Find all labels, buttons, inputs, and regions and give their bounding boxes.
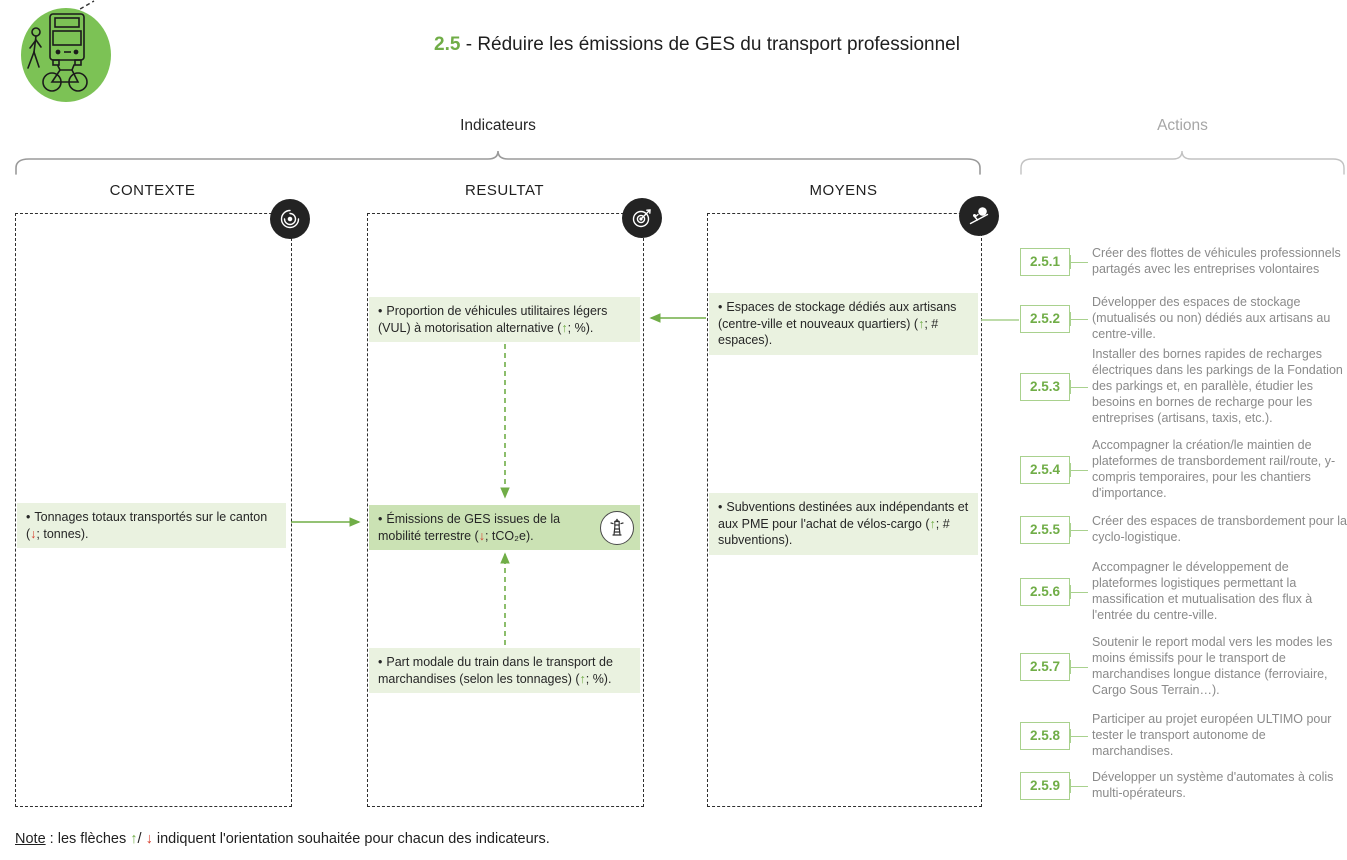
action-id-badge: 2.5.8 (1020, 721, 1070, 750)
action-text: Créer des flottes de véhicules professio… (1092, 246, 1341, 276)
indicator-unit: ; tonnes). (36, 526, 89, 541)
action-id-badge: 2.5.9 (1020, 771, 1070, 800)
action-connector (1070, 374, 1092, 400)
indicator-unit: ; %). (585, 671, 612, 686)
action-row-256: 2.5.6 Accompagner le développement de pl… (1020, 560, 1347, 624)
column-header-resultat: RESULTAT (464, 182, 544, 199)
indicator-text: Tonnages totaux transportés sur le canto… (26, 510, 268, 541)
radar-icon (270, 199, 310, 239)
indicator-resultat-emissions: •Émissions de GES issues de la mobilité … (369, 505, 640, 550)
objective-number: 2.5 (434, 34, 461, 55)
transport-logo (21, 0, 111, 102)
action-text: Développer des espaces de stockage (mutu… (1092, 295, 1331, 341)
indicator-unit: ; # subventions). (718, 516, 950, 548)
bullet: • (378, 512, 383, 526)
action-text: Installer des bornes rapides de recharge… (1092, 347, 1343, 425)
action-id-badge: 2.5.2 (1020, 304, 1070, 333)
note-text-2: indiquent l'orientation souhaitée pour c… (152, 831, 550, 847)
actions-group-label: Actions (1157, 117, 1208, 134)
note-slash: / (137, 831, 146, 847)
action-id-badge: 2.5.4 (1020, 455, 1070, 484)
indicators-brace (15, 150, 981, 175)
action-connector (1070, 249, 1092, 275)
action-row-258: 2.5.8 Participer au projet européen ULTI… (1020, 712, 1347, 760)
action-text: Participer au projet européen ULTIMO pou… (1092, 712, 1332, 758)
action-id-badge: 2.5.6 (1020, 577, 1070, 606)
resultat-box (367, 213, 644, 807)
actions-brace (1020, 150, 1345, 175)
action-connector (1070, 517, 1092, 543)
pedestrian-icon (27, 27, 42, 69)
trend-arrow: ↑ (929, 516, 936, 531)
action-text: Accompagner la création/le maintien de p… (1092, 438, 1336, 500)
action-row-259: 2.5.9 Développer un système d'automates … (1020, 770, 1347, 802)
action-id-badge: 2.5.1 (1020, 247, 1070, 276)
bullet: • (718, 300, 723, 314)
action-text: Créer des espaces de transbordement pour… (1092, 514, 1347, 544)
trend-arrow: ↑ (918, 316, 925, 331)
bicycle-icon (42, 64, 88, 92)
note-label: Note (15, 831, 46, 847)
bus-icon (49, 13, 85, 66)
lighthouse-icon (600, 510, 634, 545)
action-connector (1070, 773, 1092, 799)
bullet: • (378, 304, 383, 318)
action-id-badge: 2.5.5 (1020, 515, 1070, 544)
trend-arrow: ↓ (478, 528, 485, 543)
action-row-251: 2.5.1 Créer des flottes de véhicules pro… (1020, 246, 1347, 278)
up-arrow-legend: ↑ (130, 831, 138, 847)
action-row-257: 2.5.7 Soutenir le report modal vers les … (1020, 635, 1347, 699)
indicator-moyens-stockage: •Espaces de stockage dédiés aux artisans… (709, 293, 978, 355)
action-id-badge: 2.5.3 (1020, 372, 1070, 401)
effort-icon (959, 196, 999, 236)
action-row-252: 2.5.2 Développer des espaces de stockage… (1020, 295, 1347, 343)
indicator-text: Émissions de GES issues de la mobilité t… (378, 512, 561, 543)
trend-arrow: ↓ (30, 526, 37, 541)
action-connector (1070, 723, 1092, 749)
action-id-badge: 2.5.7 (1020, 652, 1070, 681)
down-arrow-legend: ↓ (145, 831, 153, 847)
action-text: Développer un système d'automates à coli… (1092, 770, 1334, 800)
contexte-box (15, 213, 292, 807)
indicator-moyens-subventions: •Subventions destinées aux indépendants … (709, 493, 978, 555)
target-icon (622, 198, 662, 238)
bullet: • (378, 655, 383, 669)
indicator-text: Subventions destinées aux indépendants e… (718, 500, 969, 531)
indicator-contexte-tonnages: •Tonnages totaux transportés sur le cant… (17, 503, 286, 548)
title-dash: - (460, 34, 478, 55)
action-connector (1070, 457, 1092, 483)
action-connector (1070, 306, 1092, 332)
title-text: Réduire les émissions de GES du transpor… (477, 34, 960, 55)
indicator-unit: ; tCO₂e). (484, 528, 534, 543)
moyens-box (707, 213, 982, 807)
action-text: Soutenir le report modal vers les modes … (1092, 635, 1333, 697)
indicator-text: Part modale du train dans le transport d… (378, 655, 613, 686)
action-row-255: 2.5.5 Créer des espaces de transbordemen… (1020, 514, 1347, 546)
bullet: • (718, 500, 723, 514)
column-header-contexte: CONTEXTE (109, 182, 196, 199)
note-text-1: : les flèches (45, 831, 131, 847)
indicator-resultat-vul: •Proportion de véhicules utilitaires lég… (369, 297, 640, 342)
trolley-pole-line (67, 0, 95, 17)
bullet: • (26, 510, 31, 524)
action-connector (1070, 654, 1092, 680)
indicator-text: Espaces de stockage dédiés aux artisans … (718, 300, 957, 331)
column-header-moyens: MOYENS (809, 182, 878, 199)
indicator-unit: ; %). (567, 320, 594, 335)
trend-arrow: ↑ (579, 671, 586, 686)
action-connector (1070, 579, 1092, 605)
trend-arrow: ↑ (561, 320, 568, 335)
indicator-resultat-part-modale: •Part modale du train dans le transport … (369, 648, 640, 693)
indicator-unit: ; # espaces). (718, 316, 939, 348)
indicator-text: Proportion de véhicules utilitaires lége… (378, 304, 608, 335)
action-row-254: 2.5.4 Accompagner la création/le maintie… (1020, 438, 1347, 502)
indicators-group-label: Indicateurs (460, 117, 536, 134)
page-title: 2.5 - Réduire les émissions de GES du tr… (347, 34, 1047, 56)
action-row-253: 2.5.3 Installer des bornes rapides de re… (1020, 347, 1347, 426)
action-text: Accompagner le développement de platefor… (1092, 560, 1313, 622)
note: Note : les flèches ↑/ ↓ indiquent l'orie… (15, 831, 550, 847)
